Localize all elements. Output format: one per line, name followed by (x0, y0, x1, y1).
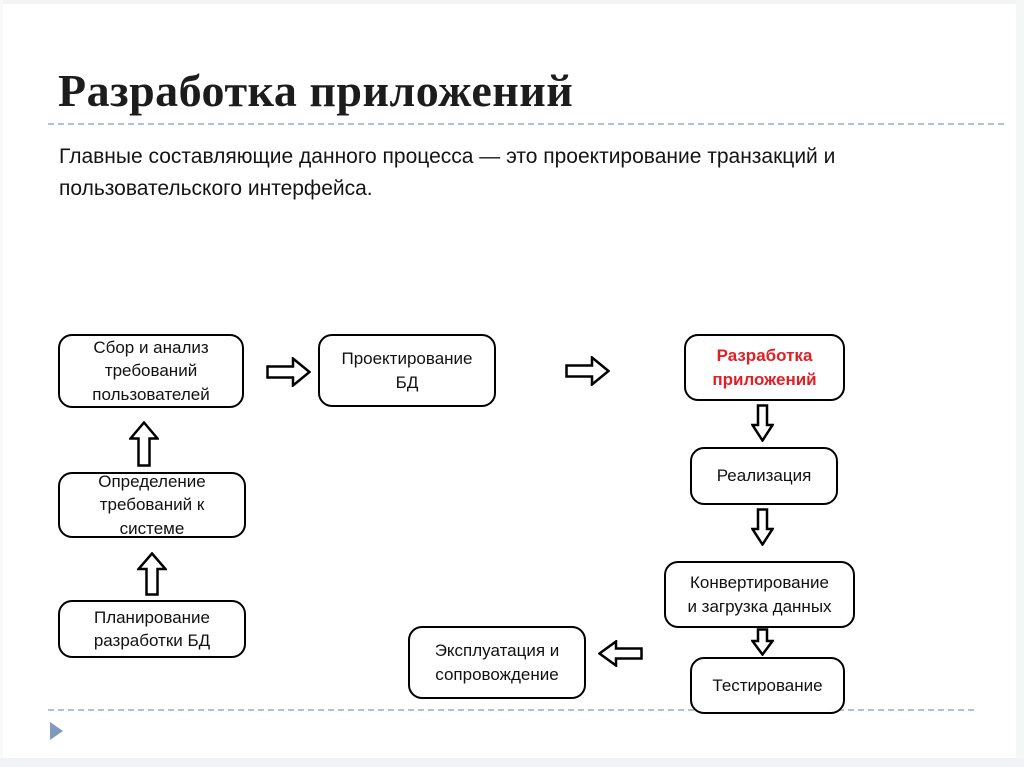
slide-edge-left (0, 0, 3, 767)
arrow-down-icon (751, 508, 774, 546)
flow-node-label: Проектирование БД (341, 349, 473, 392)
title-divider (48, 123, 1008, 125)
slide-edge-right (1016, 0, 1024, 767)
flow-node-label: Тестирование (712, 675, 823, 695)
footer-divider (48, 709, 976, 711)
flow-node-label: Определение требований к системе (98, 471, 206, 538)
flow-node-opredelenie-trebovaniy: Определение требований к системе (58, 472, 246, 538)
flow-node-planirovanie: Планирование разработки БД (58, 600, 246, 658)
flow-node-label: Реализация (716, 466, 812, 486)
flow-node-konvertirovanie: Конвертирование и загрузка данных (664, 561, 855, 628)
arrow-up-icon (137, 552, 167, 596)
flow-node-label: Сбор и анализ требований пользователей (92, 337, 210, 404)
play-triangle-icon (50, 722, 63, 740)
arrow-up-icon (129, 421, 159, 467)
arrow-left-icon (598, 640, 643, 667)
flow-node-razrabotka-prilozheniy-highlighted: Разработка приложений (684, 334, 845, 401)
arrow-right-icon (565, 356, 610, 386)
flow-node-label: Конвертирование и загрузка данных (687, 573, 832, 616)
arrow-right-icon (266, 357, 311, 387)
flow-node-ekspluataciya: Эксплуатация и сопровождение (408, 626, 586, 699)
slide-edge-bottom (0, 758, 1024, 767)
flow-node-testirovanie: Тестирование (690, 657, 845, 714)
page-title: Разработка приложений (58, 65, 574, 116)
flow-node-realizaciya: Реализация (690, 447, 838, 505)
arrow-down-icon (751, 628, 774, 656)
flow-node-label: Эксплуатация и сопровождение (434, 641, 560, 684)
flow-node-label: Планирование разработки БД (93, 607, 211, 650)
flow-node-proektirovanie-bd: Проектирование БД (318, 334, 496, 407)
arrow-down-icon (751, 404, 774, 442)
slide-edge-top (0, 0, 1024, 4)
flow-node-sbor-analiz: Сбор и анализ требований пользователей (58, 334, 244, 408)
slide-subtitle: Главные составляющие данного процесса — … (59, 145, 836, 200)
flow-node-label: Разработка приложений (712, 346, 817, 389)
